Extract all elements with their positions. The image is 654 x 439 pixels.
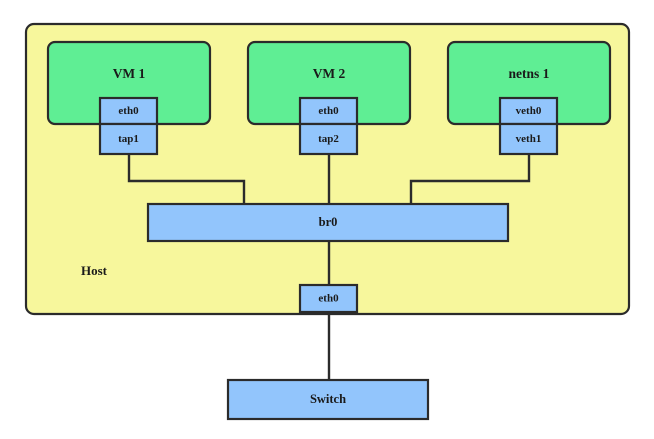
guest-label-vm2: VM 2 <box>313 66 346 81</box>
device-box-switch <box>226 378 430 421</box>
guest-label-netns1: netns 1 <box>509 66 550 81</box>
interface-label-host-eth0: eth0 <box>318 293 339 305</box>
interface-box-vm2-eth0 <box>298 96 359 126</box>
interface-label-vm2-tap2: tap2 <box>318 133 339 145</box>
bridge-box-br0 <box>146 202 510 243</box>
interface-box-host-eth0 <box>298 283 359 314</box>
interface-box-vm2-tap2 <box>298 122 359 156</box>
link-veth1-to-br0 <box>409 154 531 204</box>
guest-label-vm1: VM 1 <box>113 66 146 81</box>
interface-box-vm1-tap1 <box>98 122 159 156</box>
interface-label-vm1-eth0: eth0 <box>118 105 139 117</box>
device-label-switch: Switch <box>310 392 346 406</box>
host-label: Host <box>81 263 108 278</box>
interface-label-vm1-tap1: tap1 <box>118 133 139 145</box>
interface-box-netns1-veth1 <box>498 122 559 156</box>
interface-label-vm2-eth0: eth0 <box>318 105 339 117</box>
link-tap1-to-br0 <box>127 154 246 204</box>
interface-label-netns1-veth1: veth1 <box>516 133 542 145</box>
bridge-label-br0: br0 <box>319 215 338 229</box>
interface-box-vm1-eth0 <box>98 96 159 126</box>
interface-label-netns1-veth0: veth0 <box>516 105 542 117</box>
